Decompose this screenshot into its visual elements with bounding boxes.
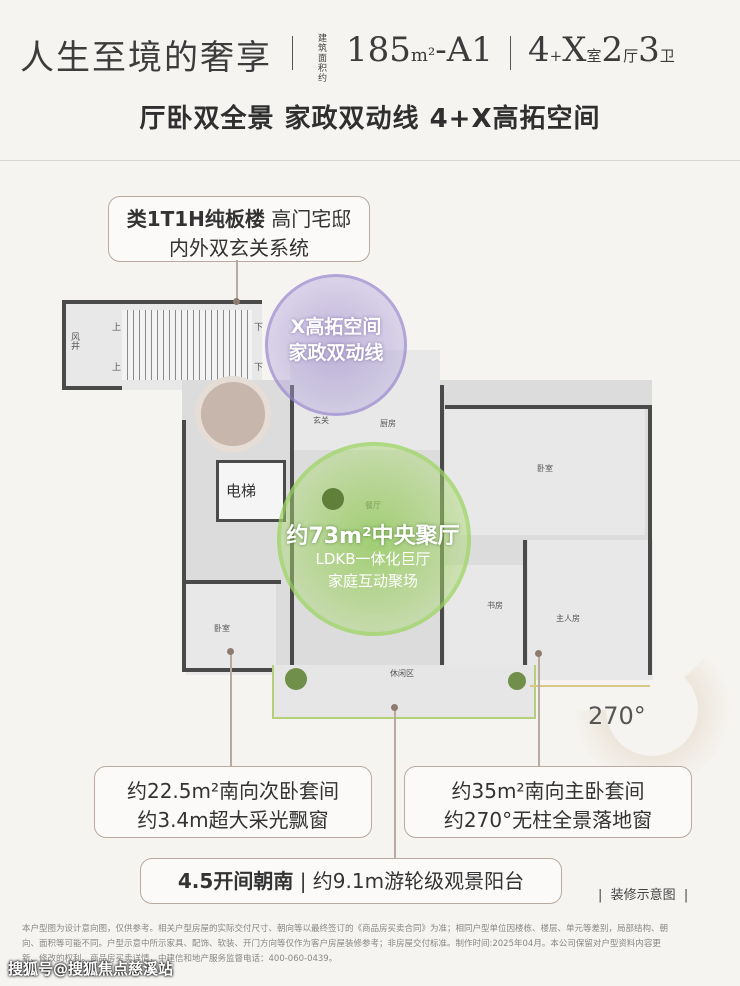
rooms-shi: 室 — [586, 47, 602, 65]
room-label: 厨房 — [380, 419, 396, 428]
rooms-x: X — [562, 30, 587, 70]
stair-down-label: 下 — [254, 363, 264, 373]
callout-master-bedroom-line1: 约35m²南向主卧套间 — [451, 779, 645, 803]
callout-stem — [394, 708, 396, 858]
callout-building: 类1T1H纯板楼 高门宅邸 内外双玄关系统 — [108, 196, 370, 262]
central-hall-line2: LDKB一体化巨厅 — [315, 550, 431, 568]
callout-building-line2: 内外双玄关系统 — [169, 236, 309, 260]
rooms-ting: 厅 — [623, 47, 639, 65]
decor-label-text: 装修示意图 — [610, 888, 676, 903]
model-code: -A1 — [435, 30, 493, 70]
wall — [62, 300, 262, 304]
room-label: 卧室 — [214, 624, 230, 633]
callout-second-bedroom: 约22.5m²南向次卧套间 约3.4m超大采光飘窗 — [94, 766, 372, 838]
bedroom-right-area — [445, 405, 645, 535]
central-hall-circle — [277, 442, 471, 636]
wall — [182, 668, 282, 672]
area-unit: m² — [410, 45, 436, 66]
watermark: 搜狐号@搜狐焦点慈溪站 — [8, 960, 174, 978]
wall — [445, 405, 650, 409]
stair-up-label: 上 — [112, 363, 122, 373]
entrance-circle — [195, 376, 271, 452]
central-hall-line3: 家庭互动聚场 — [327, 572, 418, 590]
callout-dot — [535, 650, 542, 657]
room-label: 主人房 — [556, 614, 580, 623]
callout-dot — [391, 704, 398, 711]
plant-icon — [508, 672, 526, 690]
callout-dot — [227, 648, 234, 655]
wall — [182, 420, 186, 670]
callout-master-bedroom: 约35m²南向主卧套间 约270°无柱全景落地窗 — [404, 766, 692, 838]
disclaimer-line1: 本户型图为设计意向图，仅供参考。相关户型房屋的实际交付尺寸、朝向等以最终签订的《… — [22, 924, 669, 934]
rooms-4: 4 — [528, 30, 550, 70]
page-title: 人生至境的奢享 — [20, 38, 272, 78]
callout-building-rest: 高门宅邸 — [264, 207, 352, 231]
rooms-2: 2 — [601, 30, 624, 70]
room-label: 休闲区 — [390, 669, 414, 678]
header — [0, 0, 740, 160]
wall — [523, 540, 527, 670]
plant-icon — [322, 488, 344, 510]
room-label: 玄关 — [313, 416, 329, 425]
callout-dot — [233, 298, 240, 305]
wall — [62, 300, 66, 390]
stair-up-label: 上 — [112, 323, 122, 333]
disclaimer: 本户型图为设计意向图，仅供参考。相关户型房屋的实际交付尺寸、朝向等以最终签订的《… — [22, 922, 718, 967]
callout-stem — [236, 260, 238, 302]
disclaimer-line2: 向、面积等可能不同。户型示意中所示家具、配饰、软装、开门方向等仅作为客户房屋装修… — [22, 939, 661, 949]
callout-balcony: 4.5开间朝南 | 约9.1m游轮级观景阳台 — [140, 858, 562, 904]
wall — [648, 405, 652, 675]
x-space-line2: 家政双动线 — [288, 342, 384, 364]
callout-balcony-sep: | — [299, 869, 307, 893]
area-label-1: 建筑 — [318, 34, 328, 54]
callout-stem — [538, 655, 540, 767]
decor-label: | 装修示意图 | — [598, 888, 689, 903]
room-label: 书房 — [487, 601, 503, 610]
room-label: 卧室 — [537, 464, 553, 473]
callout-second-bedroom-line2: 约3.4m超大采光飘窗 — [137, 808, 329, 832]
wall — [186, 580, 281, 584]
area-number: 185 — [346, 30, 411, 70]
callout-balcony-bold: 4.5开间朝南 — [177, 869, 294, 893]
stairs — [122, 310, 252, 380]
subtitle: 厅卧双全景 家政双动线 4+X高拓空间 — [139, 104, 601, 134]
callout-stem — [230, 652, 232, 768]
shaft-label: 风井 — [69, 332, 79, 350]
stair-down-label: 下 — [254, 323, 264, 333]
area-label: 建筑 面积 约 — [318, 34, 332, 84]
x-space-circle — [265, 274, 407, 416]
plant-icon — [285, 668, 307, 690]
title-divider — [292, 36, 293, 70]
rooms-3: 3 — [638, 30, 660, 70]
room-count: 4+X室2厅3卫 — [528, 30, 675, 70]
master-bedroom-area — [528, 540, 653, 680]
balcony-edge — [530, 665, 650, 687]
x-space-line1: X高拓空间 — [290, 316, 382, 338]
callout-balcony-rest: 约9.1m游轮级观景阳台 — [312, 869, 525, 893]
wall — [62, 386, 122, 390]
elevator-label: 电梯 — [226, 482, 257, 500]
area-label-2: 面积 — [318, 54, 328, 74]
area-label-3: 约 — [318, 74, 328, 84]
elevator — [216, 460, 286, 522]
callout-building-bold: 类1T1H纯板楼 — [126, 207, 265, 231]
rooms-plus: + — [549, 47, 563, 65]
angle-label: 270° — [588, 702, 646, 730]
rooms-wei: 卫 — [659, 47, 675, 65]
rooms-divider — [510, 36, 511, 70]
callout-master-bedroom-line2: 约270°无柱全景落地窗 — [443, 808, 653, 832]
central-hall-line1: 约73m²中央聚厅 — [286, 524, 460, 549]
header-divider — [0, 160, 740, 161]
callout-second-bedroom-line1: 约22.5m²南向次卧套间 — [126, 779, 340, 803]
balcony — [272, 665, 536, 719]
disclaimer-line3: 新、修改的权利。商品房买卖详情，中建信和地产服务监督电话：400-060-043… — [22, 954, 338, 964]
area-value: 185m²-A1 — [346, 30, 493, 70]
